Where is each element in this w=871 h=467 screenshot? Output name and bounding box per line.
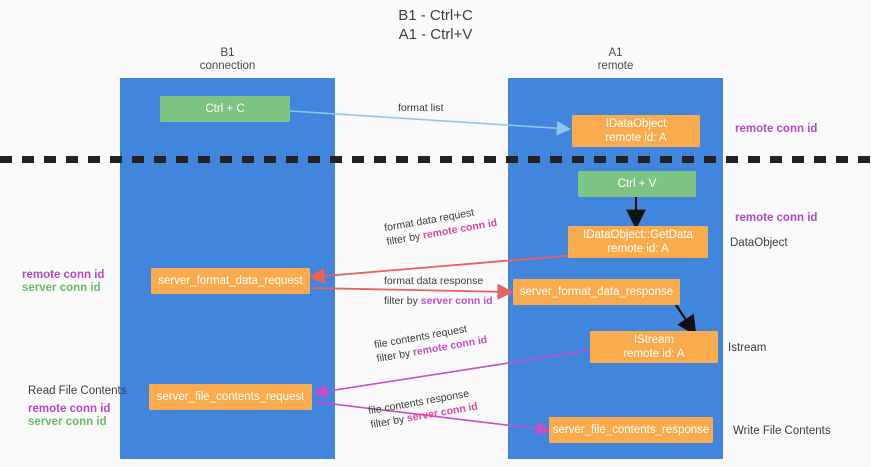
label-right-write-file-contents: Write File Contents: [733, 425, 831, 437]
label-right-remote-conn-id-2: remote conn id: [735, 212, 818, 224]
title-line-1: B1 - Ctrl+C: [398, 7, 473, 24]
label-left-server-conn-id-2: server conn id: [28, 416, 107, 428]
label-right-remote-conn-id-1: remote conn id: [735, 123, 818, 135]
section-divider: [0, 156, 871, 163]
edge-label-format-data-response: format data response filter by server co…: [384, 274, 493, 308]
node-ctrl-c-label: Ctrl + C: [205, 103, 245, 115]
edge-format-data-response: [311, 283, 514, 300]
label-left-server-conn-id-1: server conn id: [22, 282, 101, 294]
node-idataobject-remote-id: remote id: A: [605, 132, 667, 144]
lane-header-b1-name: B1: [220, 47, 235, 59]
lane-header-a1-sub: remote: [597, 60, 634, 72]
filter-prefix: filter by: [384, 295, 421, 307]
node-server-format-data-response[interactable]: server_format_data_response: [513, 279, 680, 305]
node-idataobject-label: IDataObject: [605, 118, 667, 130]
node-idataobject-getdata[interactable]: IDataObject::GetData remote id: A: [568, 226, 708, 258]
node-ctrl-v[interactable]: Ctrl + V: [578, 171, 696, 197]
node-ctrl-v-label: Ctrl + V: [617, 178, 657, 190]
node-server-file-contents-request[interactable]: server_file_contents_request: [149, 384, 312, 410]
node-getdata-remote-id: remote id: A: [607, 243, 669, 255]
edge-label-format-list: format list: [398, 102, 444, 114]
title-line-2: A1 - Ctrl+V: [398, 26, 473, 43]
page-title: B1 - Ctrl+C A1 - Ctrl+V: [0, 6, 871, 44]
lane-header-b1: B1 connection: [150, 47, 305, 73]
node-format-res-label: server_format_data_response: [519, 286, 674, 298]
lane-header-a1-name: A1: [608, 47, 623, 59]
edge-label-format-data-response-top: format data response: [384, 275, 484, 287]
label-left-remote-conn-id-1: remote conn id: [22, 269, 105, 281]
lane-header-a1: A1 remote: [538, 47, 693, 73]
lane-header-b1-sub: connection: [199, 60, 256, 72]
label-right-istream: Istream: [728, 342, 767, 354]
node-idataobject[interactable]: IDataObject remote id: A: [572, 115, 700, 147]
node-ctrl-c[interactable]: Ctrl + C: [160, 96, 290, 122]
edge-file-contents-request: [312, 349, 593, 399]
node-server-format-data-request[interactable]: server_format_data_request: [151, 268, 310, 294]
label-left-remote-conn-id-2: remote conn id: [28, 403, 111, 415]
filter-highlight-server-conn-id: server conn id: [420, 295, 493, 307]
label-left-read-file-contents: Read File Contents: [28, 385, 127, 397]
node-istream-label: IStream: [633, 334, 675, 346]
node-file-req-label: server_file_contents_request: [156, 391, 305, 403]
edge-file-contents-response: [315, 401, 552, 436]
edge-format-data-request: [308, 254, 577, 285]
node-istream[interactable]: IStream remote id: A: [590, 331, 718, 363]
node-getdata-label: IDataObject::GetData: [583, 229, 693, 241]
edge-response-to-istream: [675, 304, 697, 336]
node-format-req-label: server_format_data_request: [158, 275, 303, 287]
edge-label-format-data-response-filter: filter by server conn id: [384, 294, 493, 308]
node-file-res-label: server_file_contents_response: [552, 424, 710, 436]
edge-format-list: [274, 109, 572, 136]
node-istream-remote-id: remote id: A: [623, 348, 685, 360]
label-right-dataobject: DataObject: [730, 237, 788, 249]
node-server-file-contents-response[interactable]: server_file_contents_response: [549, 417, 713, 443]
